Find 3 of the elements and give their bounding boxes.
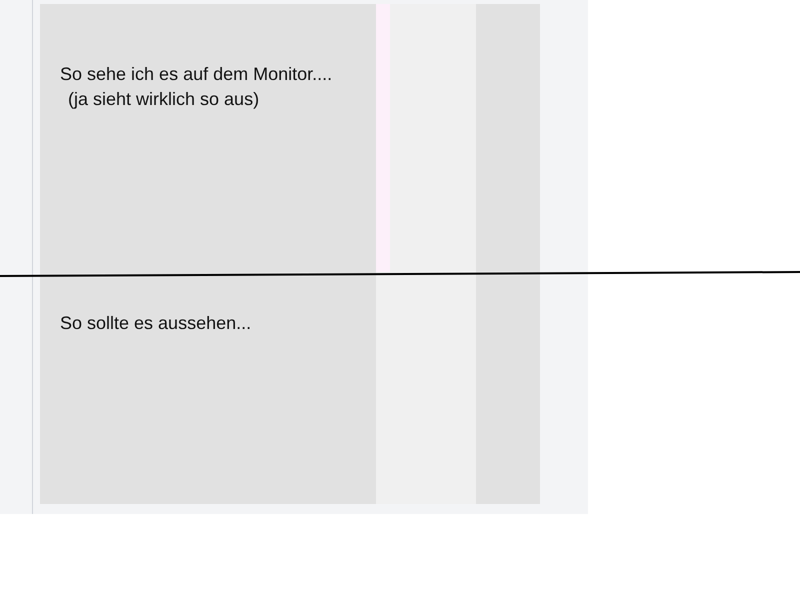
- note-text: (ja sieht wirklich so aus): [68, 89, 260, 110]
- note-text: So sehe ich es auf dem Monitor....: [60, 64, 332, 85]
- note-text: So sollte es aussehen...: [60, 313, 252, 334]
